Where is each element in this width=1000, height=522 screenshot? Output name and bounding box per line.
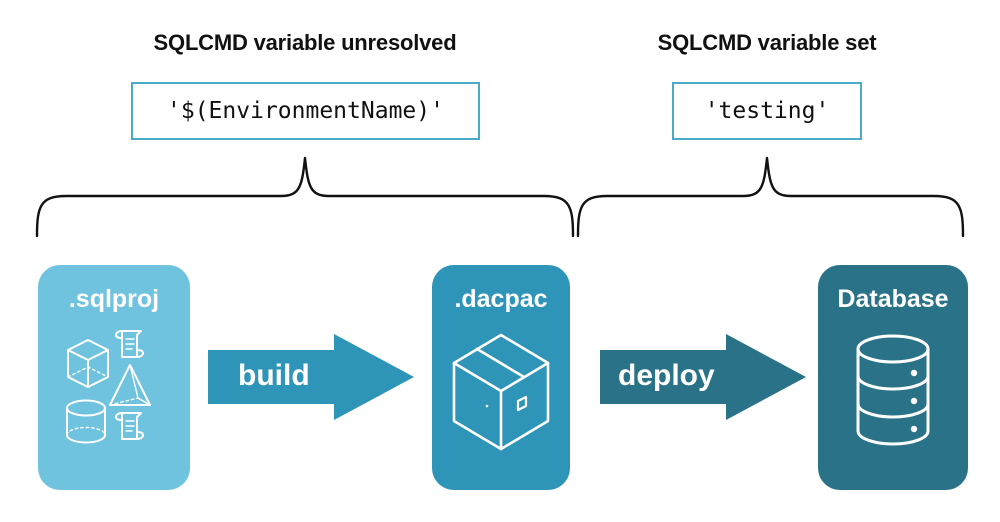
section-title-right: SQLCMD variable set: [657, 30, 877, 55]
curly-brace-right: [576, 156, 965, 238]
stage-box-sqlproj[interactable]: .sqlproj: [38, 265, 190, 490]
code-value-left: '$(EnvironmentName)': [167, 98, 444, 124]
stage-label-dacpac: .dacpac: [454, 285, 548, 313]
script-scroll-icon-2: [115, 412, 144, 440]
code-value-right: 'testing': [704, 98, 830, 124]
arrow-build: build: [208, 334, 414, 420]
database-tier-dots: [910, 369, 918, 433]
stage-box-dacpac[interactable]: .dacpac: [432, 265, 570, 490]
cylinder-icon: [66, 399, 106, 444]
script-scroll-icon-1: [115, 330, 144, 358]
stage-box-database[interactable]: Database: [818, 265, 968, 490]
arrow-deploy-polygon: [600, 334, 806, 420]
arrow-build-polygon: [208, 334, 414, 420]
stage-label-database: Database: [837, 285, 949, 313]
pyramid-icon: [109, 364, 151, 406]
curly-brace-left: [35, 156, 575, 238]
arrow-build-shape: [208, 334, 414, 420]
stage-label-sqlproj: .sqlproj: [68, 285, 160, 313]
arrow-deploy-shape: [600, 334, 806, 420]
package-box-icon: [452, 333, 550, 451]
cube-icon: [67, 339, 109, 388]
arrow-deploy-label: deploy: [618, 359, 715, 392]
arrow-deploy: deploy: [600, 334, 806, 420]
section-title-left: SQLCMD variable unresolved: [153, 30, 457, 55]
code-value-box-right: 'testing': [672, 82, 862, 140]
code-value-box-left: '$(EnvironmentName)': [131, 82, 480, 140]
arrow-build-label: build: [238, 359, 310, 392]
database-cylinder-icon: [856, 334, 930, 446]
